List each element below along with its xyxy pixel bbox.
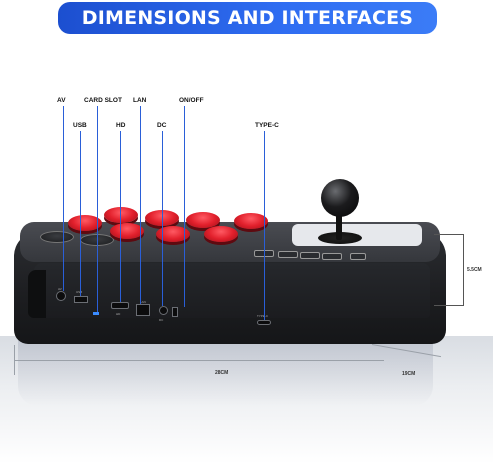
label-on-off: ON/OFF [179, 97, 204, 104]
usb-port [74, 296, 88, 303]
action-button-4 [186, 212, 220, 228]
action-button-8 [204, 226, 238, 242]
card-slot [93, 312, 99, 315]
title-banner: DIMENSIONS AND INTERFACES [58, 2, 437, 34]
action-button-7 [156, 226, 190, 242]
label-usb: USB [73, 122, 87, 129]
label-dc: DC [157, 122, 167, 129]
arcade-stick-front-panel [34, 263, 430, 318]
label-type-c: TYPE-C [255, 122, 279, 129]
action-button-6 [110, 223, 144, 239]
small-button-5 [350, 253, 366, 260]
function-button-left-1 [40, 231, 74, 243]
left-side-grip [28, 270, 46, 318]
callout-line-hd [120, 131, 121, 302]
port-label-lan: LAN [140, 300, 146, 304]
callout-line-dc [162, 131, 163, 306]
dimension-length: 28CM [215, 370, 229, 376]
label-card-slot: CARD SLOT [84, 97, 122, 104]
port-label-usb: USB [76, 290, 82, 294]
length-dimension-line [14, 360, 384, 361]
callout-line-type-c [264, 131, 265, 320]
label-av: AV [57, 97, 66, 104]
action-button-2 [104, 207, 138, 223]
callout-line-av [63, 106, 64, 291]
port-label-dc: DC [159, 318, 164, 322]
joystick-ball-top [321, 179, 359, 217]
small-button-2 [278, 251, 298, 258]
callout-line-card-slot [97, 106, 98, 312]
lan-port [136, 304, 150, 316]
hd-port [111, 302, 129, 309]
av-port [56, 291, 66, 301]
controller-reflection [18, 336, 433, 406]
callout-line-lan [140, 106, 141, 304]
small-button-4 [322, 253, 342, 260]
label-lan: LAN [133, 97, 147, 104]
banner-title: DIMENSIONS AND INTERFACES [81, 7, 414, 29]
callout-line-on-off [184, 106, 185, 307]
joystick-shaft [336, 208, 342, 240]
height-dimension-bracket [434, 234, 464, 306]
callout-line-usb [80, 131, 81, 296]
action-button-5 [234, 213, 268, 229]
on-off-switch [172, 307, 178, 317]
action-button-1 [68, 215, 102, 231]
label-hd: HD [116, 122, 126, 129]
dc-port [159, 306, 168, 315]
small-button-3 [300, 252, 320, 259]
type-c-port [257, 320, 271, 325]
dimension-depth: 19CM [402, 371, 416, 377]
dimension-height: 5.5CM [467, 267, 482, 273]
port-label-hd: HD [116, 312, 121, 316]
port-label-av: AV [58, 287, 62, 291]
port-label-type-c: TYPE-C [257, 314, 269, 318]
